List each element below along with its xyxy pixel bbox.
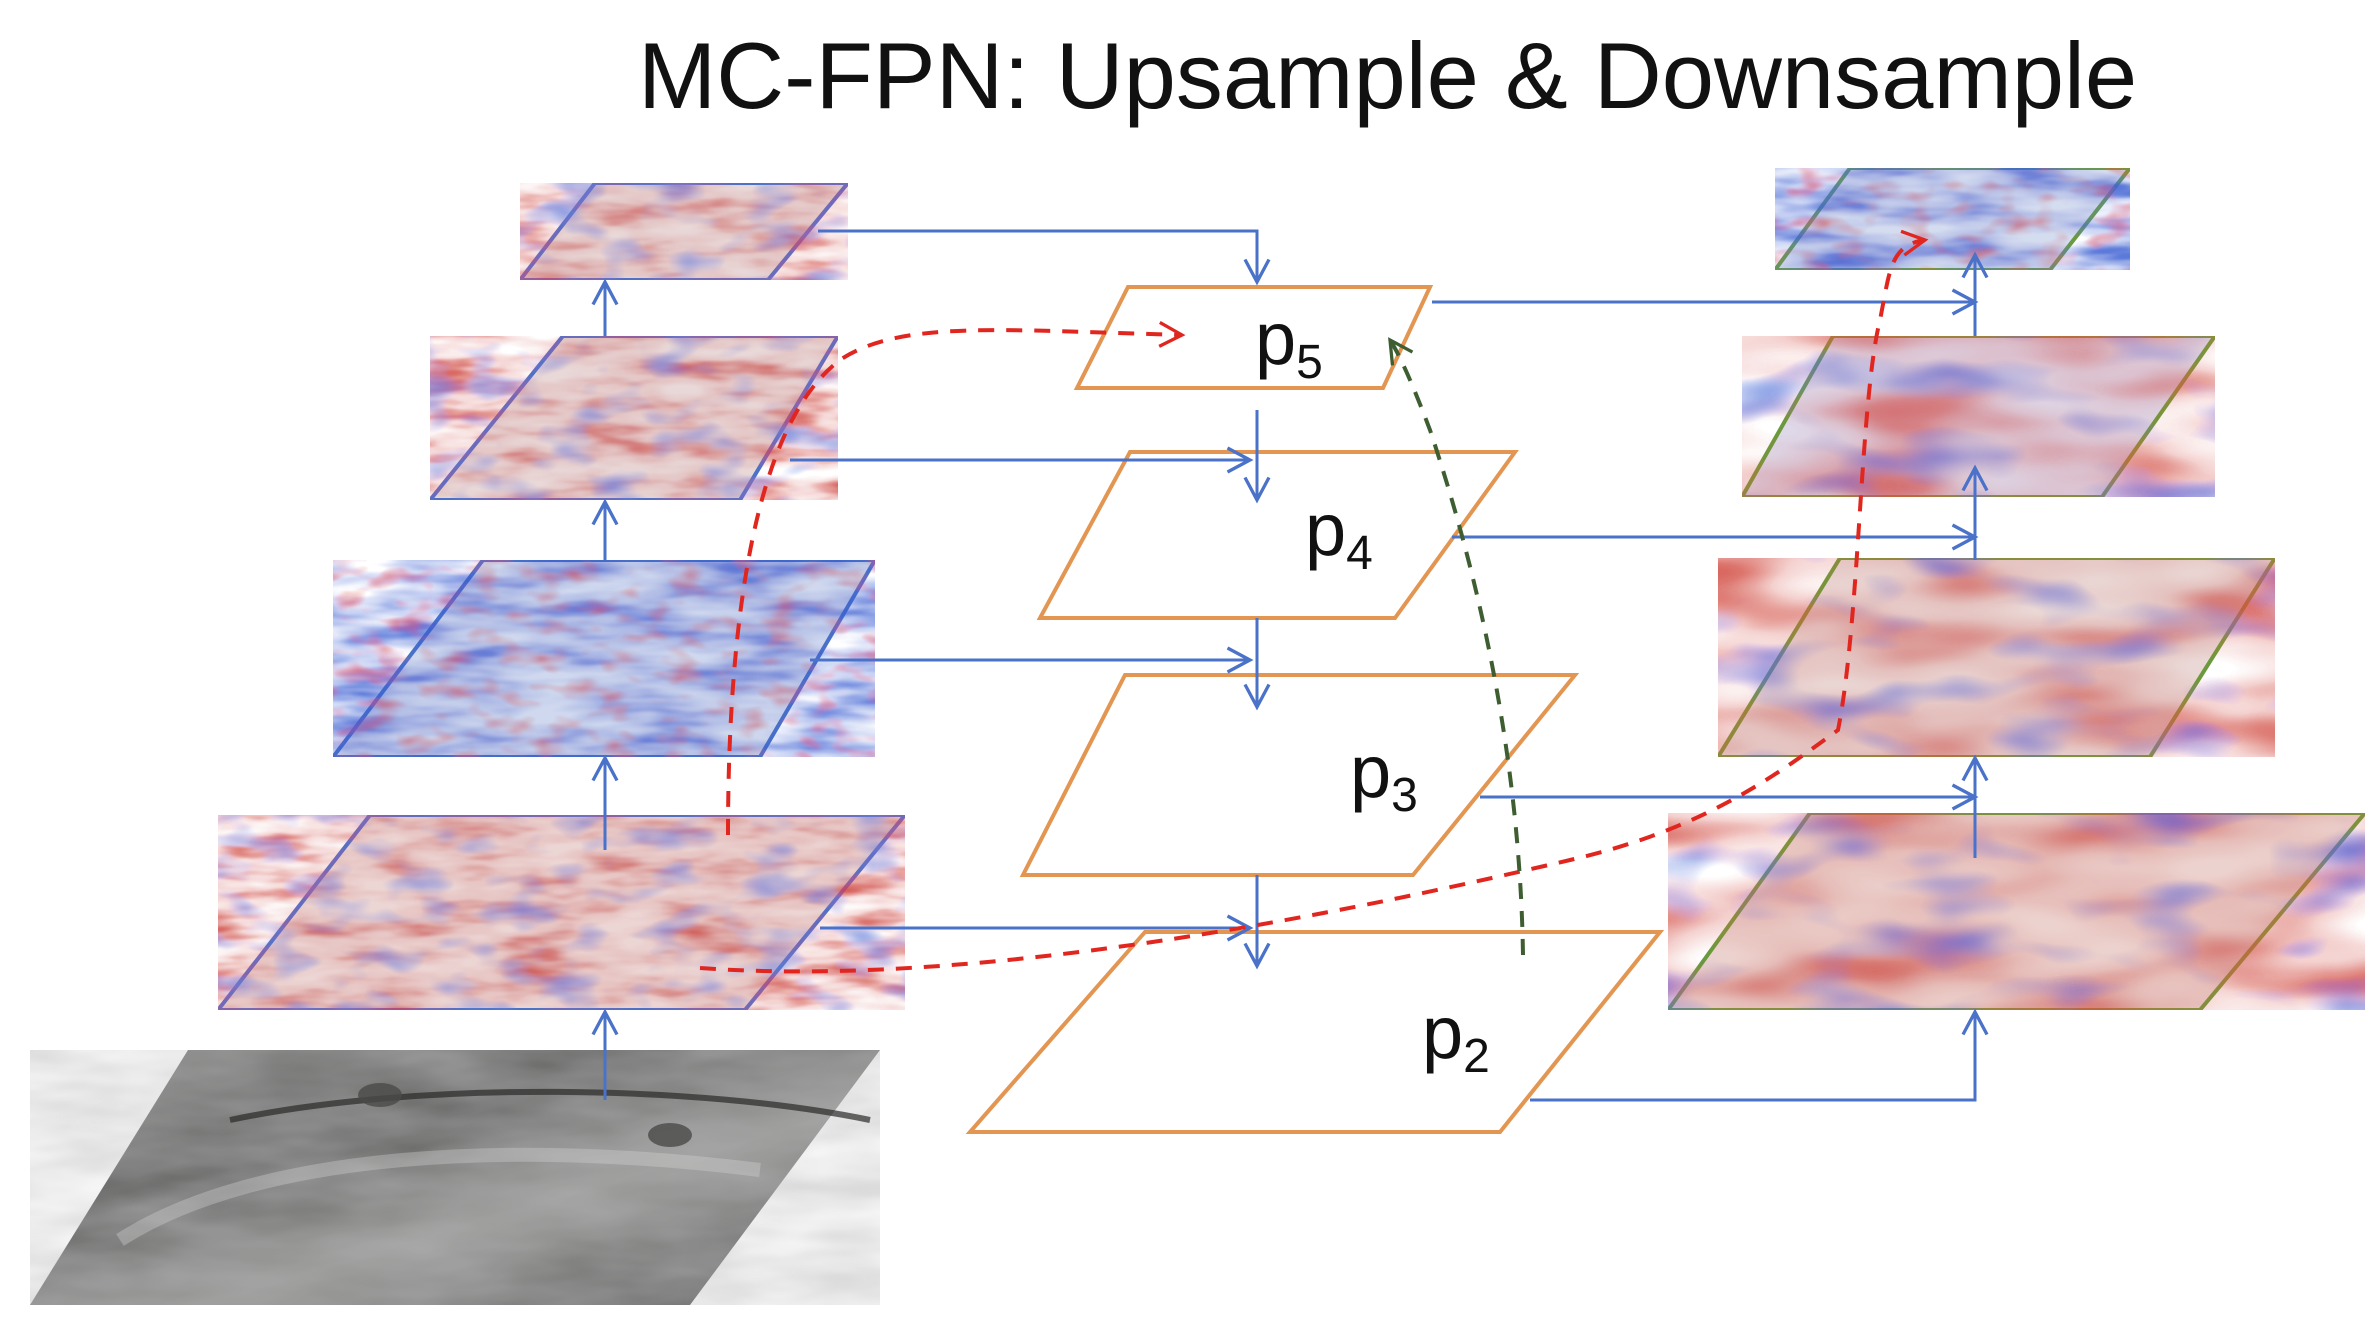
label-p2: p2 xyxy=(1422,991,1490,1083)
pyramid-p4: p4 xyxy=(1036,450,1519,620)
right-feature-map-4 xyxy=(1664,811,2370,1012)
left-feature-map-4 xyxy=(213,813,910,1012)
label-p4: p4 xyxy=(1305,488,1373,580)
pyramid-p2: p2 xyxy=(965,930,1665,1134)
pyramid-p3: p3 xyxy=(1019,673,1580,877)
label-p5: p5 xyxy=(1255,297,1323,389)
right-feature-map-3 xyxy=(1714,556,2279,759)
left-feature-map-2 xyxy=(425,334,842,502)
input-image xyxy=(30,1050,880,1305)
right-feature-map-1 xyxy=(1771,166,2135,272)
left-feature-map-3 xyxy=(328,558,879,759)
green-dashed-connection xyxy=(1388,337,1525,956)
diagram-title: MC-FPN: Upsample & Downsample xyxy=(638,23,2137,128)
red-dashed-connections xyxy=(699,229,1929,974)
lateral-arrows-left xyxy=(790,229,1271,942)
pyramid-p5: p5 xyxy=(1073,285,1434,390)
label-p3: p3 xyxy=(1350,730,1418,822)
left-feature-map-1 xyxy=(515,181,853,282)
right-feature-map-2 xyxy=(1738,334,2219,499)
